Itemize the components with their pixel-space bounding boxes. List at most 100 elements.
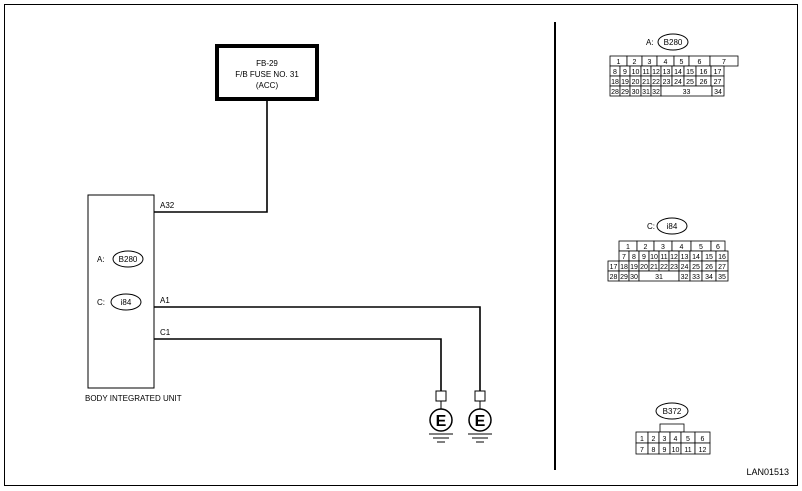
fuse-line-1: FB-29 — [256, 59, 278, 68]
fuse-line-2: F/B FUSE NO. 31 — [235, 70, 299, 79]
pin-label: 13 — [663, 69, 671, 76]
pin-label: 4 — [674, 436, 678, 443]
pin-label: 7 — [640, 447, 644, 454]
pin-label: 25 — [692, 264, 700, 271]
pin-label: 8 — [632, 254, 636, 261]
pin-label: 10 — [632, 69, 640, 76]
pin-label: 30 — [630, 274, 638, 281]
pin-label: 31 — [655, 274, 663, 281]
pin-label: 14 — [674, 69, 682, 76]
pin-label: 26 — [705, 264, 713, 271]
pin-label: 11 — [684, 447, 691, 454]
body-integrated-unit: A: B280 C: i84 BODY INTEGRATED UNIT — [85, 194, 182, 403]
pin-label: 20 — [632, 79, 640, 86]
diagram-frame — [4, 4, 798, 486]
unit-conn-c-prefix: C: — [97, 298, 105, 307]
pin-label: 19 — [630, 264, 638, 271]
pin-label: 9 — [663, 447, 667, 454]
pin-label: 10 — [672, 447, 680, 454]
wire-a32 — [154, 101, 268, 213]
pin-label: 24 — [681, 264, 689, 271]
unit-conn-a-name: B280 — [119, 255, 138, 264]
pin-label: 1 — [640, 436, 644, 443]
wire-label-a1: A1 — [160, 296, 170, 305]
pin-label: 34 — [705, 274, 713, 281]
pin-label: 4 — [664, 59, 668, 66]
pin-label: 1 — [626, 244, 630, 251]
pin-label: 20 — [640, 264, 648, 271]
pin-cell — [711, 85, 725, 97]
fuse-box: FB-29 F/B FUSE NO. 31 (ACC) — [215, 44, 319, 101]
pin-label: 26 — [700, 79, 708, 86]
pin-label: 22 — [660, 264, 668, 271]
connector-b280-prefix: A: — [646, 38, 654, 47]
pin-label: 12 — [670, 254, 678, 261]
connector-b372-latch — [659, 423, 685, 433]
pin-label: 7 — [622, 254, 626, 261]
wire-label-a32: A32 — [160, 201, 175, 210]
unit-conn-c-oval — [110, 293, 142, 311]
pin-label: 5 — [686, 436, 690, 443]
pin-label: 11 — [642, 69, 649, 76]
pin-label: 34 — [714, 89, 722, 96]
pin-label: 18 — [611, 79, 619, 86]
pin-label: 12 — [652, 69, 660, 76]
pin-label: 31 — [642, 89, 650, 96]
pin-label: 3 — [648, 59, 652, 66]
connector-b372-oval — [655, 402, 689, 420]
connector-b280-oval — [657, 33, 689, 51]
pin-label: 29 — [620, 274, 628, 281]
pin-label: 32 — [681, 274, 689, 281]
unit-conn-c-name: i84 — [121, 298, 132, 307]
pin-label: 24 — [674, 79, 682, 86]
pin-label: 23 — [670, 264, 678, 271]
unit-label: BODY INTEGRATED UNIT — [85, 394, 182, 403]
pin-label: 10 — [650, 254, 658, 261]
ground-point-left: E — [429, 390, 453, 443]
pin-label: 29 — [621, 89, 629, 96]
pin-label: 21 — [642, 79, 650, 86]
pin-label: 8 — [652, 447, 656, 454]
connector-b372-name: B372 — [663, 407, 682, 416]
pin-label: 25 — [686, 79, 694, 86]
pin-label: 4 — [680, 244, 684, 251]
wire-label-c1: C1 — [160, 328, 171, 337]
pin-label: 11 — [660, 254, 667, 261]
pin-label: 17 — [714, 69, 722, 76]
ground-label-left: E — [436, 413, 447, 430]
pin-label: 6 — [701, 436, 705, 443]
connector-i84-prefix: C: — [647, 222, 655, 231]
unit-conn-a-prefix: A: — [97, 255, 105, 264]
pin-label: 1 — [617, 59, 621, 66]
pin-label: 8 — [613, 69, 617, 76]
pin-label: 2 — [633, 59, 637, 66]
pin-label: 6 — [716, 244, 720, 251]
pin-label: 5 — [680, 59, 684, 66]
ground-circle-right — [468, 408, 492, 432]
pin-label: 15 — [686, 69, 694, 76]
fuse-line-3: (ACC) — [256, 81, 279, 90]
pin-label: 22 — [652, 79, 660, 86]
pin-label: 2 — [644, 244, 648, 251]
pin-label: 33 — [692, 274, 700, 281]
pin-label: 9 — [623, 69, 627, 76]
pin-label: 27 — [714, 79, 722, 86]
pin-label: 9 — [642, 254, 646, 261]
pin-label: 28 — [610, 274, 618, 281]
connector-b280-name: B280 — [664, 38, 683, 47]
pin-label: 18 — [620, 264, 628, 271]
pin-label: 15 — [705, 254, 713, 261]
pin-label: 35 — [718, 274, 726, 281]
wire-a1 — [154, 306, 481, 391]
pin-label: 6 — [698, 59, 702, 66]
pin-label: 16 — [700, 69, 708, 76]
pin-label: 3 — [663, 436, 667, 443]
pin-label: 16 — [718, 254, 726, 261]
pin-label: 7 — [722, 59, 726, 66]
